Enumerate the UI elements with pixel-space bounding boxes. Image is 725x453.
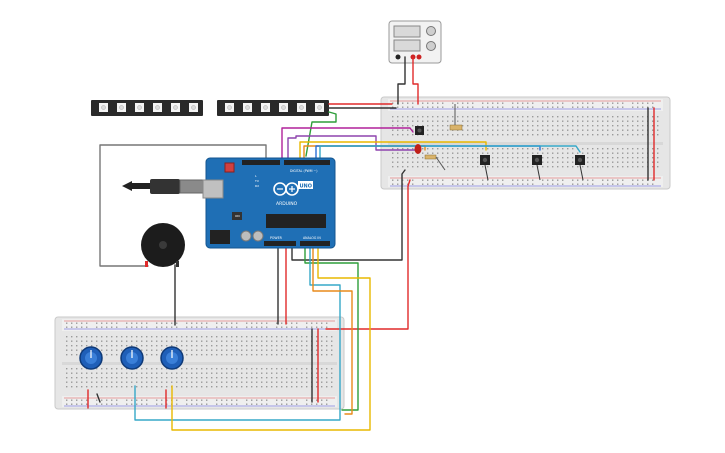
led-pixel-lens bbox=[281, 105, 286, 110]
wire-a-cyan bbox=[134, 245, 341, 421]
led-pixel-lens bbox=[119, 105, 124, 110]
on-label: ON bbox=[235, 214, 240, 218]
piezo-buzzer[interactable] bbox=[141, 223, 185, 267]
analog-header-label: ANALOG IN bbox=[303, 236, 321, 240]
potentiometer-1[interactable] bbox=[79, 346, 103, 370]
wire-ps-black bbox=[397, 56, 406, 105]
led-pixel-lens bbox=[137, 105, 142, 110]
wire-purple bbox=[287, 135, 417, 161]
led-pixels bbox=[99, 103, 324, 112]
led-pixel-lens bbox=[299, 105, 304, 110]
led-pixel-lens bbox=[101, 105, 106, 110]
led-pixel-lens bbox=[173, 105, 178, 110]
led-pixel-lens bbox=[263, 105, 268, 110]
arduino-brand-label: ARDUINO bbox=[276, 201, 298, 207]
resistor-2 bbox=[424, 154, 446, 171]
wire-a-orange bbox=[312, 245, 353, 415]
wires bbox=[87, 56, 655, 431]
resistor-1 bbox=[449, 104, 463, 131]
wire-yellow bbox=[299, 141, 487, 161]
breadboard-holes bbox=[66, 102, 659, 405]
pushbutton-4[interactable] bbox=[575, 155, 585, 181]
wire-gnd-black-2 bbox=[291, 169, 406, 261]
pushbutton-2[interactable] bbox=[480, 155, 490, 181]
power-header-label: POWER bbox=[270, 236, 283, 240]
led-pixel-lens bbox=[227, 105, 232, 110]
breadboard-top[interactable] bbox=[380, 96, 671, 190]
potentiometer-2[interactable] bbox=[120, 346, 144, 370]
led-pixel-lens bbox=[245, 105, 250, 110]
wire-a-yellow bbox=[171, 245, 371, 431]
wire-ps-red bbox=[412, 56, 419, 105]
red-led[interactable] bbox=[414, 144, 422, 154]
pushbutton-1[interactable] bbox=[415, 126, 424, 135]
wire-cyan bbox=[319, 145, 581, 161]
power-supply[interactable] bbox=[388, 20, 442, 64]
arduino-uno-board[interactable] bbox=[202, 157, 336, 249]
usb-cable bbox=[122, 179, 209, 194]
led-pixel-lens bbox=[155, 105, 160, 110]
pushbutton-3[interactable] bbox=[532, 155, 542, 181]
rx-label: RX bbox=[255, 184, 259, 188]
l-label: L bbox=[255, 174, 257, 178]
potentiometer-3[interactable] bbox=[160, 346, 184, 370]
wire-strip-green bbox=[305, 111, 337, 157]
wire-buzzer-gray bbox=[99, 144, 267, 267]
arduino-model-label: UNO bbox=[300, 184, 313, 190]
digital-header-label: DIGITAL (PWM ~) bbox=[290, 169, 317, 173]
wire-vcc-red-2 bbox=[325, 179, 411, 330]
wire-magenta bbox=[281, 127, 414, 161]
tx-label: TX bbox=[254, 179, 259, 183]
led-pixel-lens bbox=[191, 105, 196, 110]
led-pixel-lens bbox=[317, 105, 322, 110]
